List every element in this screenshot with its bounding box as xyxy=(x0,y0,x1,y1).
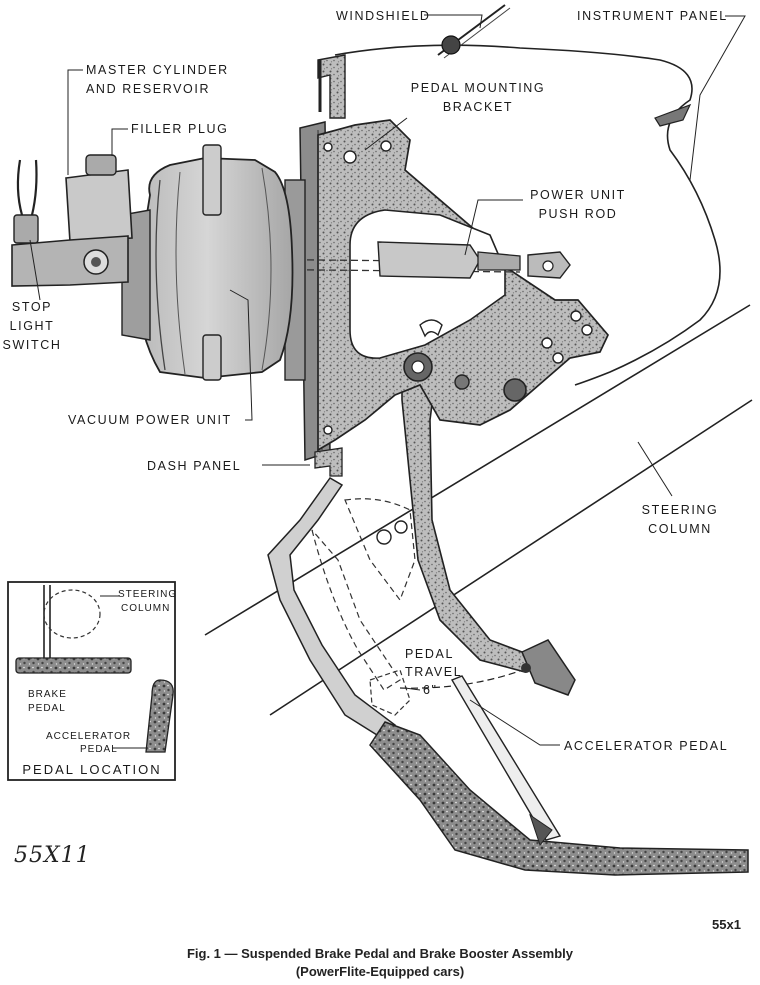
inset-accelerator-pedal xyxy=(145,679,174,753)
pedal-ghost-lower xyxy=(311,529,401,691)
label-stop-light-1: STOP xyxy=(11,300,53,314)
inset-label-steering-2: COLUMN xyxy=(121,603,171,614)
ghost-pivot-1 xyxy=(376,529,392,545)
steering-column-line-lower xyxy=(269,399,753,716)
label-stop-light-3: SWITCH xyxy=(2,338,62,352)
label-windshield: WINDSHIELD xyxy=(336,9,431,23)
label-filler-plug: FILLER PLUG xyxy=(131,122,229,136)
leader-lines xyxy=(29,15,746,746)
booster-rib-1 xyxy=(155,179,166,371)
handwritten-code: 55X11 xyxy=(14,843,91,868)
dash-panel-lower xyxy=(314,447,343,477)
label-power-unit-1: POWER UNIT xyxy=(530,188,626,202)
windshield-leader xyxy=(424,14,483,29)
inset-label-brake-1: BRAKE xyxy=(28,689,67,700)
booster-rib-3 xyxy=(261,167,272,371)
ghost-pivot-2 xyxy=(394,520,408,534)
label-pedal-travel-3: 6" xyxy=(423,683,438,697)
label-master-cylinder-2: AND RESERVOIR xyxy=(86,82,211,96)
label-instrument-panel: INSTRUMENT PANEL xyxy=(577,9,728,23)
bracket-bolts xyxy=(323,140,593,435)
inset-label-brake-2: PEDAL xyxy=(28,703,66,714)
bracket-hook xyxy=(419,319,443,338)
label-pedal-mounting-bracket-1: PEDAL MOUNTING xyxy=(410,81,546,95)
booster-rib-2 xyxy=(175,171,186,375)
switch-wire-2 xyxy=(30,159,38,216)
label-power-unit-2: PUSH ROD xyxy=(538,207,618,221)
caption-line-2: (PowerFlite-Equipped cars) xyxy=(295,964,465,979)
inset-label-accel-2: PEDAL xyxy=(80,744,118,755)
inset-label-steering-1: STEERING xyxy=(118,589,178,600)
stop-light-switch xyxy=(13,214,39,244)
dash-panel-upper xyxy=(317,54,346,119)
booster-bottom-clamp xyxy=(202,334,222,381)
accelerator-pedal xyxy=(450,675,562,841)
label-steering-column-1: STEERING xyxy=(641,503,719,517)
booster-rear-body xyxy=(121,209,151,341)
label-vacuum-power-unit: VACUUM POWER UNIT xyxy=(68,413,232,427)
inset-brake-pedal xyxy=(15,657,132,674)
label-pedal-travel-2: TRAVEL xyxy=(405,665,463,679)
pedal-ghost-upper xyxy=(344,498,416,602)
label-dash-panel: DASH PANEL xyxy=(147,459,242,473)
accelerator-hinge xyxy=(529,813,553,847)
instrument-panel-lip xyxy=(654,103,692,127)
label-steering-column-2: COLUMN xyxy=(648,522,712,536)
master-cylinder-reservoir xyxy=(65,169,133,243)
inset-title: PEDAL LOCATION xyxy=(22,762,162,777)
instrument-panel-outline xyxy=(334,44,721,386)
floor-pan xyxy=(369,721,749,876)
push-rod-clevis-pin xyxy=(542,260,554,272)
label-master-cylinder-1: MASTER CYLINDER xyxy=(86,63,229,77)
steering-column-line-upper xyxy=(204,304,751,636)
windshield-clip xyxy=(441,35,461,55)
label-stop-light-2: LIGHT xyxy=(9,319,55,333)
inset-label-accel-1: ACCELERATOR xyxy=(46,731,132,742)
lever-pin xyxy=(454,374,470,390)
push-rod-sleeve xyxy=(377,241,481,279)
label-accelerator-pedal: ACCELERATOR PEDAL xyxy=(564,739,729,753)
pedal-pivot-inner xyxy=(411,360,425,374)
figure-code: 55x1 xyxy=(712,917,741,932)
filler-plug xyxy=(85,154,117,176)
brake-pedal-clevis xyxy=(521,663,531,673)
label-pedal-mounting-bracket-2: BRACKET xyxy=(442,100,514,114)
lever-nut xyxy=(503,378,527,402)
inset-steering-column xyxy=(43,589,101,639)
toe-board xyxy=(267,477,397,742)
label-pedal-travel-1: PEDAL xyxy=(405,647,454,661)
caption-line-1: Fig. 1 — Suspended Brake Pedal and Brake… xyxy=(186,946,574,961)
master-cylinder-fitting-inner xyxy=(91,257,101,267)
switch-wire-1 xyxy=(16,159,24,216)
pedal-ghost-pad xyxy=(369,669,411,716)
push-rod-end xyxy=(477,251,521,271)
booster-top-clamp xyxy=(202,144,222,216)
vacuum-power-unit xyxy=(136,157,294,379)
brake-pedal-pad xyxy=(521,639,576,696)
